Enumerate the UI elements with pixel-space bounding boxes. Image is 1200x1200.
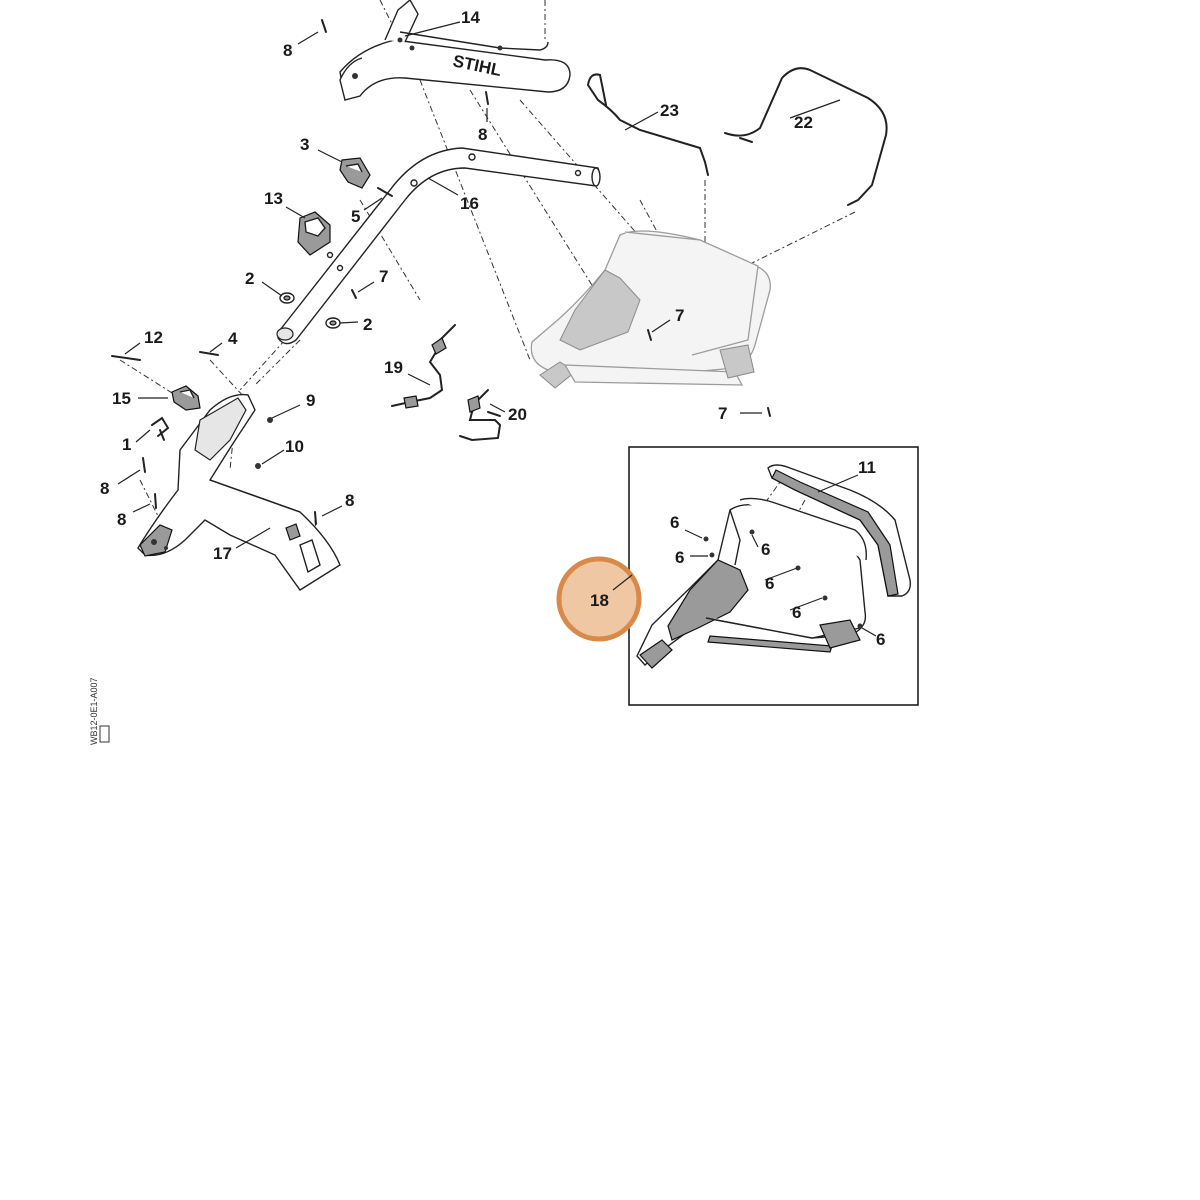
label-part-9: 9	[306, 391, 315, 410]
label-part-23: 23	[660, 101, 679, 120]
label-part-7: 7	[675, 306, 684, 325]
part-22-wire	[724, 67, 888, 206]
label-part-6: 6	[792, 603, 801, 622]
label-part-16: 16	[460, 194, 479, 213]
part-17-lower-frame	[137, 393, 341, 591]
label-part-8: 8	[283, 41, 292, 60]
label-part-8: 8	[478, 125, 487, 144]
callout-labels: 14 8 8 23 22 3 5 16 13 2 7 2 7 12 4 19 1…	[100, 8, 885, 649]
label-part-13: 13	[264, 189, 283, 208]
label-part-20: 20	[508, 405, 527, 424]
label-part-3: 3	[300, 135, 309, 154]
part-19-cable	[391, 324, 456, 409]
label-part-19: 19	[384, 358, 403, 377]
label-part-10: 10	[285, 437, 304, 456]
deflector-assembly-ghost	[530, 230, 771, 389]
part-3-clamp	[339, 157, 371, 189]
label-part-2: 2	[363, 315, 372, 334]
label-part-22: 22	[794, 113, 813, 132]
label-part-6: 6	[761, 540, 770, 559]
label-part-8: 8	[100, 479, 109, 498]
label-part-6: 6	[675, 548, 684, 567]
label-part-2: 2	[245, 269, 254, 288]
drawing-reference: WB12-0E1-A007	[89, 677, 110, 745]
label-part-7: 7	[718, 404, 727, 423]
inset-detail	[628, 446, 919, 706]
part-20-cable	[459, 389, 502, 442]
label-part-1: 1	[122, 435, 131, 454]
highlight-circle[interactable]	[556, 556, 642, 642]
label-part-5: 5	[351, 207, 360, 226]
part-1-spring	[151, 416, 170, 441]
leader-lines	[117, 21, 877, 637]
part-2-washers	[279, 292, 341, 329]
part-14-upper-handle: STIHL	[339, 0, 571, 101]
screws	[111, 19, 771, 525]
label-part-8: 8	[345, 491, 354, 510]
label-part-8: 8	[117, 510, 126, 529]
label-part-11: 11	[858, 458, 876, 477]
label-part-15: 15	[112, 389, 131, 408]
label-part-6: 6	[765, 574, 774, 593]
label-part-4: 4	[228, 329, 238, 348]
label-part-12: 12	[144, 328, 163, 347]
part-15-bracket	[171, 385, 201, 411]
part-13-block	[297, 211, 331, 256]
part-23-wire	[586, 73, 709, 176]
label-part-6: 6	[670, 513, 679, 532]
label-part-17: 17	[213, 544, 232, 563]
label-part-14: 14	[461, 8, 480, 27]
label-part-18[interactable]: 18	[590, 591, 609, 610]
part-18-highlight-marker[interactable]: 18	[556, 556, 642, 642]
label-part-7: 7	[379, 267, 388, 286]
drawing-ref-text: WB12-0E1-A007	[89, 677, 99, 745]
label-part-6: 6	[876, 630, 885, 649]
part-16-lower-handle	[276, 147, 601, 345]
